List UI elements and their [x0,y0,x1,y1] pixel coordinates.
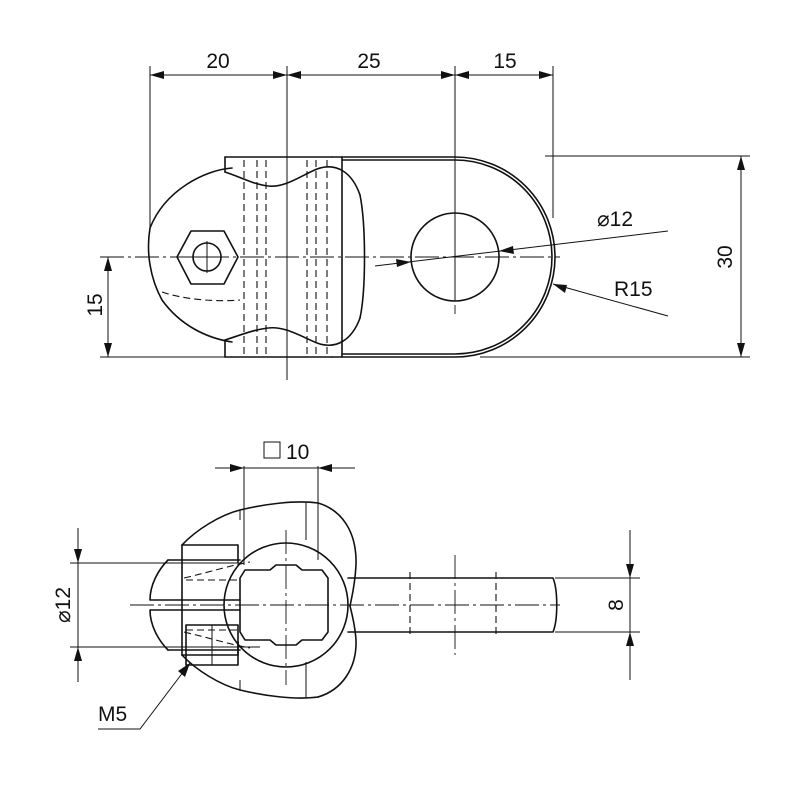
shaft-diameter-dimension [70,528,260,682]
thickness-label: 8 [605,599,628,611]
radius-leader [552,283,669,317]
dimension-label-15-height: 15 [84,293,107,316]
dimension-label-15-width: 15 [493,50,516,73]
thickness-dimension [555,530,640,680]
hole-diameter-leader [374,230,669,267]
height-dimension-line [737,156,745,357]
square-dimension-label: 10 [286,441,309,464]
top-view-extension-lines [100,66,750,380]
top-view-hidden-lines [161,160,328,357]
side-view: 10 [52,441,640,730]
dimension-label-30: 30 [714,245,737,268]
hole-diameter-label: ⌀12 [597,208,633,231]
thread-leader [98,662,191,730]
dimension-label-25: 25 [357,50,380,73]
top-dimension-line [150,71,553,79]
shaft-diameter-label: ⌀12 [52,587,75,623]
radius-label: R15 [614,278,653,301]
top-view: 20 25 15 30 15 ⌀12 R15 [84,50,750,380]
hex-nut [176,230,239,285]
dimension-label-20: 20 [206,50,229,73]
half-height-dimension-line [104,257,112,357]
thread-label: M5 [98,703,127,726]
top-view-centre-lines [100,160,560,380]
clamp-slot [149,544,251,656]
square-dimension [215,441,355,565]
side-view-centre-lines [130,530,560,685]
